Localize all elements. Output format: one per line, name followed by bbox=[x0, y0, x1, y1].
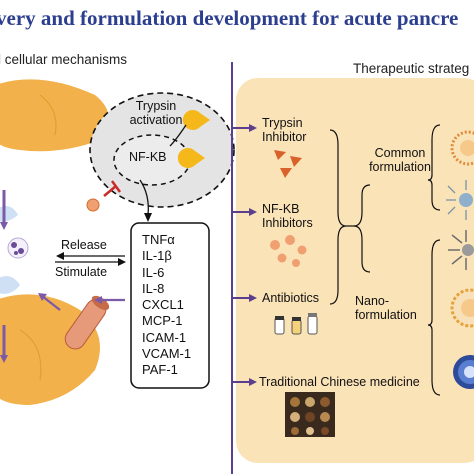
strategy-label-line2: Inhibitors bbox=[262, 216, 313, 230]
nano-formulation-label: Nano- formulation bbox=[355, 294, 417, 322]
release-label: Release bbox=[61, 238, 107, 252]
trypsin-enzyme-2 bbox=[177, 148, 205, 168]
mediators-box bbox=[130, 222, 210, 389]
mediators-list: TNFα IL-1β IL-6 IL-8 CXCL1 MCP-1 ICAM-1 … bbox=[142, 232, 191, 379]
mediator-item: CXCL1 bbox=[142, 297, 184, 313]
nfkb-inhibitor-ball-1 bbox=[270, 240, 280, 250]
nanoparticle-icon bbox=[450, 288, 474, 328]
figure-title: very and formulation development for acu… bbox=[0, 6, 459, 30]
mediator-item: IL-8 bbox=[142, 280, 165, 296]
common-line1: Common bbox=[374, 146, 426, 160]
strategy-label-line1: NF-KB bbox=[262, 202, 300, 216]
mediator-item: ICAM-1 bbox=[142, 329, 187, 345]
trypsin-enzyme-1 bbox=[182, 110, 210, 131]
mediator-item: MCP-1 bbox=[142, 313, 183, 329]
trypsin-inhibitor-triangle-2 bbox=[290, 156, 302, 167]
mediator-item: PAF-1 bbox=[142, 362, 178, 378]
trypsin-inhibitor-triangle-1 bbox=[274, 150, 286, 160]
nano-line2: formulation bbox=[355, 308, 417, 322]
trypsin-label-line2: activation bbox=[129, 113, 183, 127]
strategy-trypsin-inhibitor: Trypsin Inhibitor bbox=[262, 116, 306, 144]
strategy-tcm: Traditional Chinese medicine bbox=[259, 375, 420, 389]
antibiotic-vials bbox=[274, 313, 318, 335]
right-panel-heading: Therapeutic strateg bbox=[353, 61, 470, 76]
left-panel-heading: l cellular mechanisms bbox=[0, 52, 128, 67]
strategy-nfkb-inhibitors: NF-KB Inhibitors bbox=[262, 202, 313, 230]
mediator-item: VCAM-1 bbox=[142, 346, 192, 362]
mediator-item: TNFα bbox=[142, 232, 175, 247]
nanocarrier-icon bbox=[453, 355, 474, 389]
liposome-icon bbox=[450, 130, 474, 166]
trypsin-inhibitor-triangle-3 bbox=[280, 168, 292, 178]
therapeutic-panel bbox=[236, 78, 474, 463]
neutrophil-icon bbox=[7, 237, 29, 259]
trypsin-label-line1: Trypsin bbox=[135, 99, 177, 113]
nano-line1: Nano- bbox=[355, 294, 390, 308]
dendrimer-icon bbox=[448, 230, 474, 270]
strategy-antibiotics: Antibiotics bbox=[262, 291, 319, 305]
mediator-item: IL-6 bbox=[142, 264, 165, 280]
strategy-label-line2: Inhibitor bbox=[262, 130, 307, 144]
mediator-item: IL-1β bbox=[142, 248, 172, 264]
trypsin-activation-label: Trypsin activation bbox=[126, 99, 186, 127]
nfkb-inhibitor-ball bbox=[86, 198, 100, 212]
common-formulation-label: Common formulation bbox=[365, 146, 435, 174]
common-line2: formulation bbox=[369, 160, 431, 174]
strategy-label-line1: Trypsin bbox=[262, 116, 303, 130]
tcm-herbs bbox=[285, 392, 335, 437]
micelle-icon bbox=[446, 180, 473, 220]
nfkb-label: NF-KB bbox=[129, 150, 167, 164]
stimulate-label: Stimulate bbox=[55, 265, 108, 279]
